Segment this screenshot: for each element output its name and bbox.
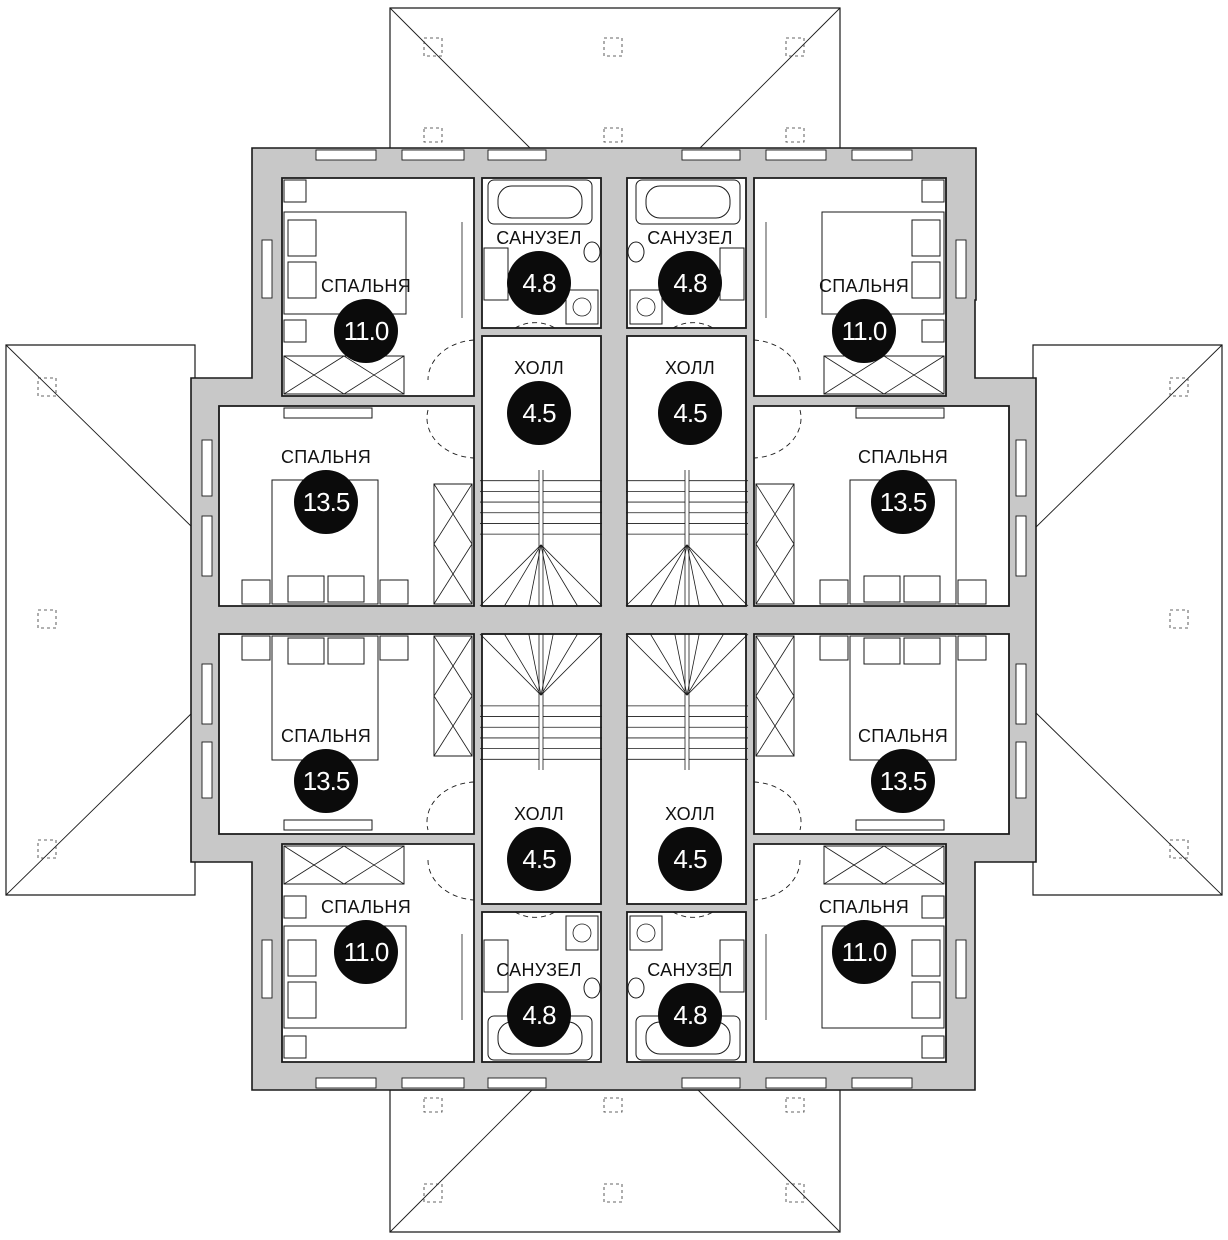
area-value-br-hall: 4.5: [673, 844, 707, 874]
stair-tread: [540, 544, 554, 607]
stair-tread: [528, 633, 542, 696]
area-value-tr-bed-a: 11.0: [842, 316, 887, 346]
room-name-bl-bed-b: СПАЛЬНЯ: [281, 726, 371, 746]
room-name-tl-hall: ХОЛЛ: [514, 358, 564, 378]
area-value-bl-bath: 4.8: [522, 1000, 556, 1030]
room-name-tr-bed-a: СПАЛЬНЯ: [819, 276, 909, 296]
room-name-tr-hall: ХОЛЛ: [665, 358, 715, 378]
area-value-tr-bath: 4.8: [673, 268, 707, 298]
area-value-bl-bed-a: 11.0: [344, 937, 389, 967]
stair-tread: [686, 633, 749, 696]
area-badge-tr-bed-a: [832, 299, 896, 363]
area-badge-tl-hall: [507, 381, 571, 445]
area-badge-bl-bath: [507, 983, 571, 1047]
stair-tread: [479, 544, 542, 607]
room-name-tr-bed-b: СПАЛЬНЯ: [858, 447, 948, 467]
area-badge-tr-bath: [658, 251, 722, 315]
stair-tread: [540, 544, 603, 607]
stair-tread: [540, 633, 603, 696]
room-name-bl-bath: САНУЗЕЛ: [496, 960, 581, 980]
stair-tread: [504, 633, 542, 696]
area-badge-tr-hall: [658, 381, 722, 445]
area-value-tr-hall: 4.5: [673, 398, 707, 428]
stair-tread: [540, 633, 554, 696]
stair-tread: [686, 544, 749, 607]
stair-tread: [540, 633, 578, 696]
area-value-br-bath: 4.8: [673, 1000, 707, 1030]
roof-top: [389, 7, 841, 151]
area-value-br-bed-a: 11.0: [842, 937, 887, 967]
room-name-tl-bed-b: СПАЛЬНЯ: [281, 447, 371, 467]
area-badge-bl-hall: [507, 827, 571, 891]
stair-tread: [674, 544, 688, 607]
room-name-bl-bed-a: СПАЛЬНЯ: [321, 897, 411, 917]
area-value-bl-hall: 4.5: [522, 844, 556, 874]
area-badge-br-bed-a: [832, 920, 896, 984]
roof-right: [1032, 344, 1223, 896]
area-badge-bl-bed-a: [334, 920, 398, 984]
room-name-br-bed-a: СПАЛЬНЯ: [819, 897, 909, 917]
area-value-tl-hall: 4.5: [522, 398, 556, 428]
room-name-tl-bed-a: СПАЛЬНЯ: [321, 276, 411, 296]
area-value-tl-bed-a: 11.0: [344, 316, 389, 346]
stair-tread: [686, 544, 724, 607]
room-name-bl-hall: ХОЛЛ: [514, 804, 564, 824]
room-name-tr-bath: САНУЗЕЛ: [647, 228, 732, 248]
roof-overhangs: [5, 7, 1223, 1233]
stair-tread: [650, 544, 688, 607]
stair-tread: [625, 633, 688, 696]
room-name-tl-bath: САНУЗЕЛ: [496, 228, 581, 248]
room-name-br-hall: ХОЛЛ: [665, 804, 715, 824]
area-value-tl-bed-b: 13.5: [303, 487, 350, 517]
stair-tread: [528, 544, 542, 607]
area-value-br-bed-b: 13.5: [880, 766, 927, 796]
area-value-tr-bed-b: 13.5: [880, 487, 927, 517]
area-value-bl-bed-b: 13.5: [303, 766, 350, 796]
room-name-br-bath: САНУЗЕЛ: [647, 960, 732, 980]
area-badge-tl-bath: [507, 251, 571, 315]
stair-tread: [625, 544, 688, 607]
stair-tread: [686, 633, 724, 696]
area-badge-br-bath: [658, 983, 722, 1047]
stair-tread: [686, 544, 700, 607]
stair-tread: [479, 633, 542, 696]
stair-tread: [540, 544, 578, 607]
roof-bottom: [389, 1089, 841, 1233]
area-badge-tl-bed-a: [334, 299, 398, 363]
room-name-br-bed-b: СПАЛЬНЯ: [858, 726, 948, 746]
stair-tread: [674, 633, 688, 696]
room-annotations: СПАЛЬНЯ11.0САНУЗЕЛ4.8ХОЛЛ4.5СПАЛЬНЯ13.5С…: [281, 228, 948, 1047]
area-badge-bl-bed-b: [294, 749, 358, 813]
area-badge-br-bed-b: [871, 749, 935, 813]
stair-tread: [650, 633, 688, 696]
area-badge-tr-bed-b: [871, 470, 935, 534]
stair-tread: [686, 633, 700, 696]
stairs: [479, 470, 749, 770]
stair-tread: [504, 544, 542, 607]
windows: [201, 149, 1027, 1089]
area-badge-tl-bed-b: [294, 470, 358, 534]
roof-left: [5, 344, 196, 896]
area-value-tl-bath: 4.8: [522, 268, 556, 298]
door-swings: [426, 222, 802, 1020]
area-badge-br-hall: [658, 827, 722, 891]
